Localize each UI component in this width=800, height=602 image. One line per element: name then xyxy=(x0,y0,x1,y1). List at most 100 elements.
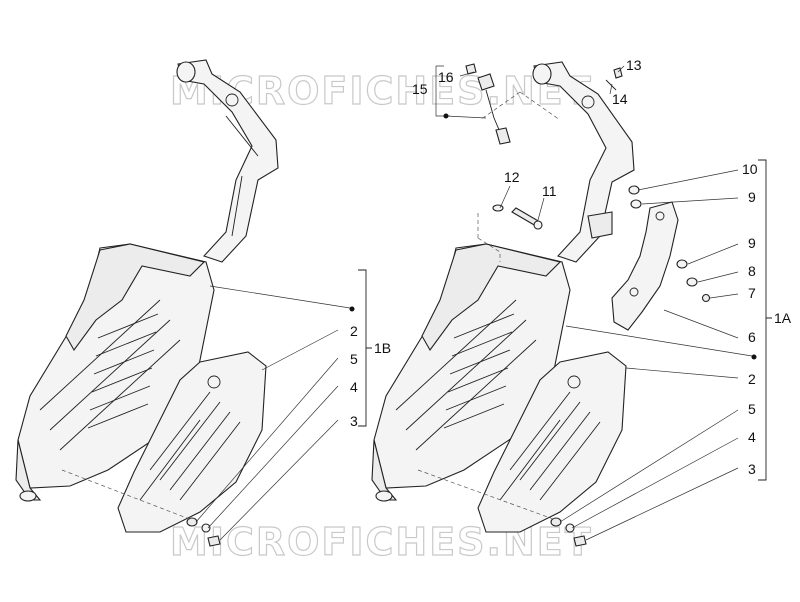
right-assembly-dashline xyxy=(417,469,557,521)
left-lead-1B xyxy=(209,285,351,309)
label-9b: 9 xyxy=(748,235,756,251)
right-lead-15 xyxy=(445,115,487,119)
right-bracket-1A xyxy=(758,159,772,481)
right-pipe-bolt xyxy=(581,95,595,109)
label-14: 14 xyxy=(612,91,628,107)
right-heat-shield xyxy=(477,351,627,533)
right-shield-grille xyxy=(499,391,601,501)
right-screw-3 xyxy=(573,535,587,547)
right-lead-2 xyxy=(625,367,739,379)
right-lead-1A-dot xyxy=(751,354,757,360)
label-7: 7 xyxy=(748,285,756,301)
right-muffler-slots xyxy=(443,313,515,429)
label-15: 15 xyxy=(412,81,428,97)
right-lead-9a xyxy=(641,197,739,205)
label-9a: 9 xyxy=(748,189,756,205)
left-header-pipe xyxy=(177,59,279,263)
left-lead-2 xyxy=(261,329,339,371)
right-clip-16 xyxy=(465,63,477,75)
left-pipe-edge xyxy=(225,115,259,237)
left-bracket-1B xyxy=(358,269,372,427)
right-washer-4 xyxy=(565,523,575,533)
left-assembly-dashline xyxy=(61,469,193,521)
right-washer-12 xyxy=(492,204,504,212)
label-12: 12 xyxy=(504,169,520,185)
label-6: 6 xyxy=(748,329,756,345)
right-sensor-tip xyxy=(495,127,511,145)
right-lead-14 xyxy=(609,83,613,95)
left-muffler-bracket xyxy=(65,243,206,352)
left-pipe-bolt xyxy=(225,93,239,107)
label-left-3: 3 xyxy=(350,413,358,429)
left-lead-dot xyxy=(349,306,355,312)
right-dash-guides xyxy=(477,91,561,262)
right-sensor-head-16 xyxy=(477,73,495,91)
label-1B: 1B xyxy=(374,340,391,356)
right-lead-1A xyxy=(565,325,753,357)
right-lead-13 xyxy=(617,65,625,73)
left-lead-4 xyxy=(207,385,339,529)
label-right-4: 4 xyxy=(748,429,756,445)
right-lead-12 xyxy=(499,185,511,209)
right-washer-10 xyxy=(628,185,640,195)
right-lead-16 xyxy=(459,71,475,77)
right-spacer-5 xyxy=(550,517,562,527)
right-muffler-ribs xyxy=(395,299,537,451)
label-11: 11 xyxy=(542,183,557,199)
right-washer-8 xyxy=(686,277,698,287)
label-1A: 1A xyxy=(774,310,792,326)
right-lead-3 xyxy=(585,467,739,541)
left-muffler-tail xyxy=(15,439,42,501)
right-muffler-tail xyxy=(371,439,398,501)
right-bolt-head xyxy=(533,220,543,230)
right-nut-7 xyxy=(701,293,711,303)
left-muffler-outlet xyxy=(19,490,37,502)
right-washer-9a xyxy=(630,199,642,209)
right-exhaust-assembly xyxy=(371,61,772,547)
left-muffler-body xyxy=(17,243,215,489)
label-8: 8 xyxy=(748,263,756,279)
label-right-2: 2 xyxy=(748,371,756,387)
right-pipe-inlet xyxy=(532,63,552,85)
label-left-4: 4 xyxy=(350,379,358,395)
right-lead-11 xyxy=(537,197,545,221)
label-16: 16 xyxy=(438,69,454,85)
right-guard-hole-bottom xyxy=(629,287,639,297)
left-screw-3 xyxy=(207,535,221,547)
right-muffler-bracket xyxy=(421,243,562,352)
label-13: 13 xyxy=(626,57,642,73)
label-left-2: 2 xyxy=(350,323,358,339)
label-left-5: 5 xyxy=(350,351,358,367)
left-pipe-inlet xyxy=(176,61,196,83)
right-lead-10 xyxy=(637,169,739,191)
right-lead-4 xyxy=(571,437,739,529)
left-heat-shield xyxy=(117,351,267,533)
label-right-3: 3 xyxy=(748,461,756,477)
right-lead-6 xyxy=(663,309,739,339)
right-muffler-body xyxy=(373,243,571,489)
left-lead-5 xyxy=(195,357,339,523)
right-lead-9b xyxy=(687,243,739,265)
left-shield-grille xyxy=(139,391,241,501)
right-lead-7 xyxy=(709,293,739,299)
left-shield-hole xyxy=(207,375,221,389)
label-10: 10 xyxy=(742,161,758,177)
left-washer-4 xyxy=(201,523,211,533)
right-shield-hole xyxy=(567,375,581,389)
right-nut-13 xyxy=(613,67,623,79)
left-lead-3 xyxy=(219,419,339,541)
right-lead-8 xyxy=(697,271,739,283)
left-spacer-5 xyxy=(186,517,198,527)
right-lead-5 xyxy=(559,409,739,523)
right-pipe-mount xyxy=(587,211,613,239)
label-right-5: 5 xyxy=(748,401,756,417)
left-muffler-slots xyxy=(87,313,159,429)
left-exhaust-assembly xyxy=(15,59,372,547)
right-header-pipe xyxy=(533,61,635,263)
right-guard-hole-top xyxy=(655,211,665,221)
right-lead-15-dot xyxy=(443,113,449,119)
left-muffler-ribs xyxy=(39,299,181,451)
right-washer-9b xyxy=(676,259,688,269)
right-sensor-wire xyxy=(485,89,501,133)
